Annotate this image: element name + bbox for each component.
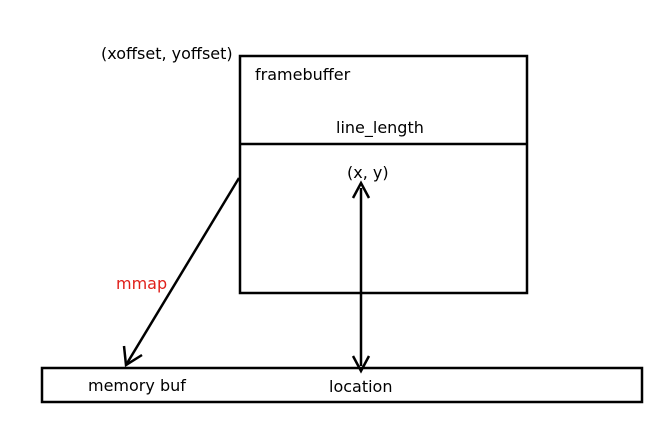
- point-label: (x, y): [347, 163, 389, 182]
- location-label: location: [329, 377, 392, 396]
- framebuffer-box: [238, 54, 529, 295]
- origin-label: (xoffset, yoffset): [101, 44, 233, 63]
- memory-buf-box: [40, 366, 644, 404]
- memory-buf-label: memory buf: [88, 376, 186, 395]
- pixel-location-arrow: [351, 180, 371, 374]
- framebuffer-label: framebuffer: [255, 65, 351, 84]
- mmap-arrow: [122, 177, 241, 368]
- mmap-label: mmap: [116, 274, 167, 293]
- line-length-label: line_length: [336, 118, 424, 138]
